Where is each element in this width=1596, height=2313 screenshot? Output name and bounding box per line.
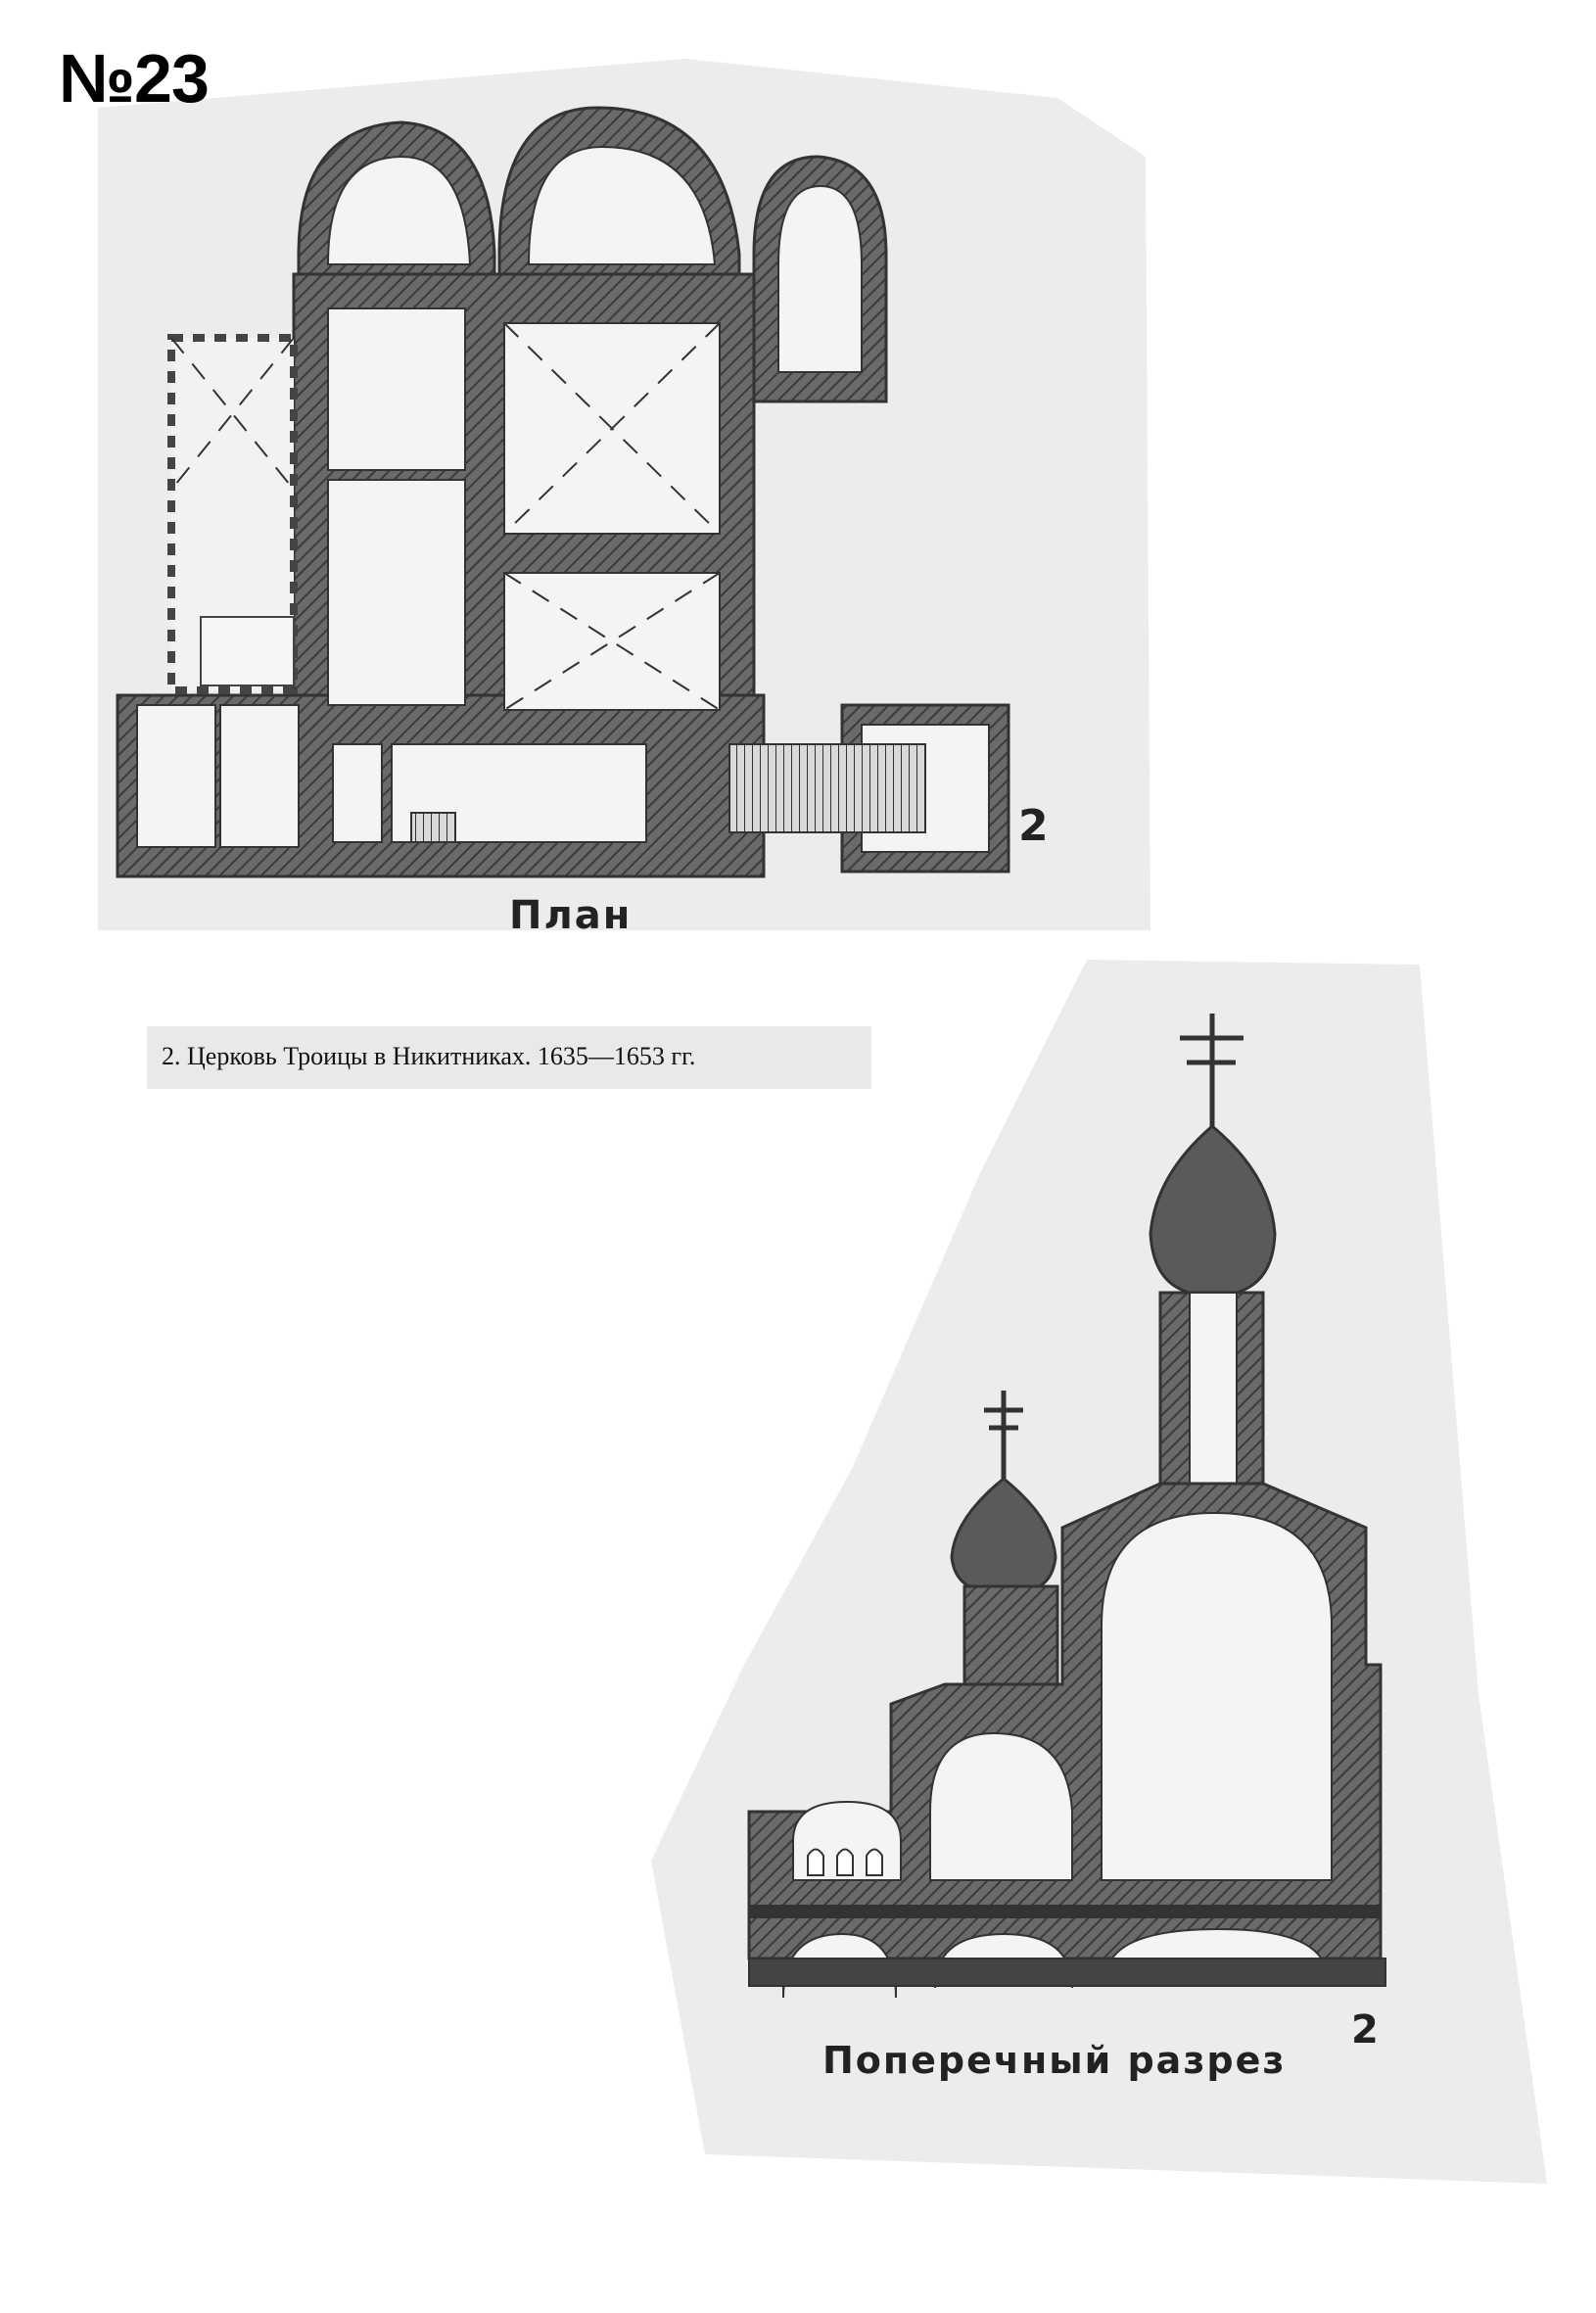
section-figure-number: 2 [1351, 2007, 1379, 2053]
plan-drawing [116, 106, 1010, 878]
document-number: №23 [59, 40, 210, 117]
section-drawing [747, 1014, 1386, 1999]
plan-figure-number: 2 [1018, 801, 1049, 851]
section-label: Поперечный разрез [822, 2039, 1287, 2082]
caption-strip [147, 1026, 871, 1089]
plan-label: План [509, 893, 633, 938]
figure-caption: 2. Церковь Троицы в Никитниках. 1635—165… [162, 1042, 696, 1070]
